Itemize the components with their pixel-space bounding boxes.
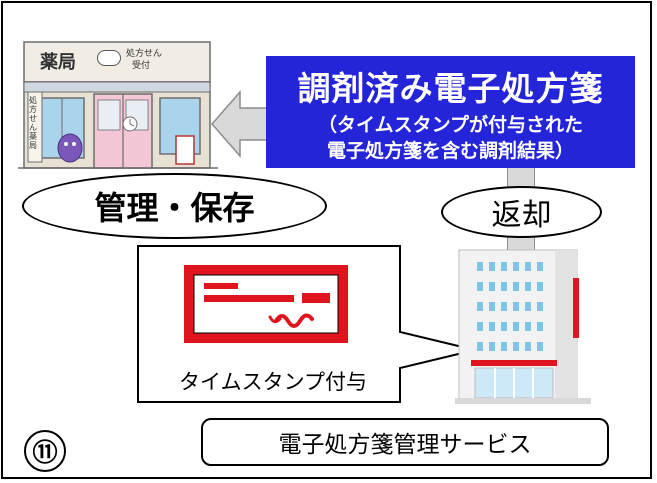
dispensed-prescription-title-box: 調剤済み電子処方箋 （タイムスタンプが付与された 電子処方箋を含む調剤結果）	[266, 56, 635, 168]
step-number: ⑪	[24, 430, 66, 472]
pharmacy-illustration	[18, 41, 218, 169]
reception-sign-line1: 処方せん	[126, 49, 163, 59]
management-service-box: 電子処方箋管理サービス	[201, 418, 609, 466]
title-sub-line2: 電子処方箋を含む調剤結果）	[326, 140, 574, 162]
manage-store-ellipse: 管理・保存	[22, 173, 327, 239]
pharmacy-sign: 薬局	[40, 52, 76, 73]
return-label: 返却	[491, 198, 552, 233]
management-service-label: 電子処方箋管理サービス	[278, 432, 532, 458]
return-ellipse: 返却	[441, 186, 602, 238]
title-sub-line1: （タイムスタンプが付与された	[317, 114, 584, 136]
pharmacy-vertical-sign: 処方せん薬局	[29, 96, 37, 150]
reception-sign-line2: 受付	[132, 61, 151, 71]
step-number-text: ⑪	[32, 438, 58, 467]
pill-icon	[97, 50, 121, 66]
timestamped-document-icon	[184, 265, 348, 343]
service-building-illustration	[455, 249, 591, 404]
return-to-pharmacy-arrow	[211, 90, 271, 158]
manage-store-label: 管理・保存	[94, 189, 255, 227]
timestamp-label: タイムスタンプ付与	[179, 370, 367, 394]
title-main: 調剤済み電子処方箋	[297, 69, 604, 108]
